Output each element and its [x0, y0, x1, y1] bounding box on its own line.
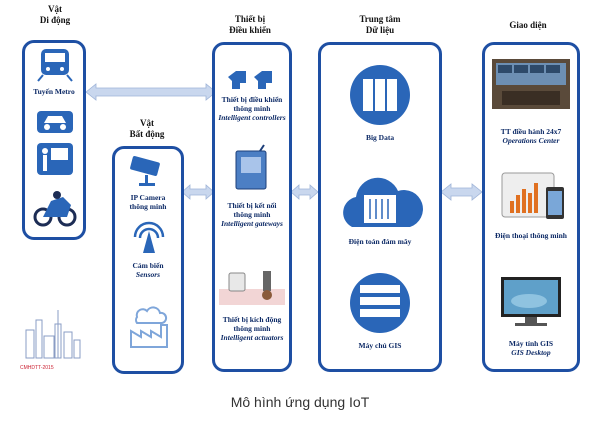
controller-icon — [228, 71, 272, 89]
gateways-label: Thiết bị kết nối thông minh Intelligent … — [215, 201, 289, 228]
actuators-label: Thiết bị kích động thông minh Intelligen… — [215, 315, 289, 342]
header-datacenter-line2: Dữ liệu — [365, 25, 395, 35]
car-icon — [37, 111, 73, 133]
bigdata-server-icon — [350, 65, 410, 125]
gateways-label-line2: thông minh — [233, 210, 271, 219]
header-static: Vật Bất động — [112, 118, 182, 140]
gis-desktop-label-line1: Máy tính GIS — [508, 339, 554, 348]
static-things-panel: IP Camera thông minh Cảm biến Sensors — [112, 146, 184, 374]
controllers-label-line1: Thiết bị điều khiển — [221, 95, 283, 104]
gis-server-label: Máy chủ GIS — [358, 341, 402, 350]
header-mobile-line1: Vật — [48, 4, 62, 14]
ip-camera-label-line1: IP Camera — [130, 193, 166, 202]
header-interface-line1: Giao diện — [509, 20, 547, 30]
controllers-label-line3: Intelligent controllers — [218, 113, 286, 122]
mobile-things-panel: Tuyến Metro — [22, 40, 86, 240]
bigdata-label: Big Data — [365, 133, 395, 142]
sensor-label: Cảm biến Sensors — [115, 261, 181, 279]
credit-text: CMHDTT-2015 — [20, 365, 54, 371]
cloud-computing-icon — [343, 177, 423, 227]
metro-train-icon — [37, 49, 73, 82]
gateways-label-line3: Intelligent gateways — [221, 219, 283, 228]
header-interface: Giao diện — [488, 20, 568, 31]
ops-center-label-line1: TT điều hành 24x7 — [500, 127, 562, 136]
sensor-antenna-icon — [133, 221, 165, 253]
metro-label: Tuyến Metro — [33, 87, 75, 96]
ip-camera-icon — [130, 156, 160, 186]
ops-center-label-line2: Operations Center — [502, 136, 560, 145]
header-datacenter: Trung tâm Dữ liệu — [330, 14, 430, 36]
gis-desktop-label: Máy tính GIS GIS Desktop — [485, 339, 577, 357]
arrow-mobile-control — [85, 83, 217, 101]
controllers-label-line2: thông minh — [233, 104, 271, 113]
factory-cloud-icon — [130, 306, 168, 348]
control-devices-panel: Thiết bị điều khiển thông minh Intellige… — [212, 42, 292, 372]
header-datacenter-line1: Trung tâm — [359, 14, 401, 24]
gateway-device-icon — [235, 144, 267, 190]
operations-center-image — [492, 59, 570, 109]
header-mobile: Vật Di động — [20, 4, 90, 26]
datacenter-panel: Big Data Điện toán đám mây Máy chủ GIS — [318, 42, 442, 372]
header-static-line1: Vật — [140, 118, 154, 128]
actuators-label-line3: Intelligent actuators — [220, 333, 284, 342]
gis-desktop-image — [501, 277, 561, 326]
header-mobile-line2: Di động — [39, 15, 71, 25]
actuators-label-line1: Thiết bị kích động — [222, 315, 282, 324]
actuators-label-line2: thông minh — [233, 324, 271, 333]
header-control-line2: Điều khiển — [229, 25, 271, 35]
arrow-datacenter-interface — [440, 183, 483, 201]
ip-camera-label-line2: thông minh — [129, 202, 167, 211]
sensor-label-line2: Sensors — [135, 270, 161, 279]
controllers-label: Thiết bị điều khiển thông minh Intellige… — [215, 95, 289, 122]
arrow-control-datacenter — [290, 184, 319, 200]
header-static-line2: Bất động — [129, 129, 165, 139]
arrow-static-control — [181, 184, 215, 200]
ops-center-label: TT điều hành 24x7 Operations Center — [485, 127, 577, 145]
cloud-label: Điện toán đám mây — [348, 237, 412, 246]
smartphone-tablet-image — [501, 172, 564, 219]
header-control: Thiết bị Điều khiển — [210, 14, 290, 36]
figure-caption: Mô hình ứng dụng IoT — [230, 394, 370, 410]
interface-panel: TT điều hành 24x7 Operations Center Điện… — [482, 42, 580, 372]
gateways-label-line1: Thiết bị kết nối — [227, 201, 277, 210]
actuator-icon — [219, 271, 285, 305]
smartphone-label: Điện thoại thông minh — [495, 231, 567, 240]
motorbike-icon — [33, 191, 77, 227]
city-skyline-icon — [25, 310, 81, 359]
sensor-label-line1: Cảm biến — [132, 261, 164, 270]
gis-desktop-label-line2: GIS Desktop — [511, 348, 551, 357]
kiosk-icon — [37, 143, 73, 175]
ip-camera-label: IP Camera thông minh — [115, 193, 181, 211]
gis-server-icon — [350, 273, 410, 333]
header-control-line1: Thiết bị — [234, 14, 266, 24]
